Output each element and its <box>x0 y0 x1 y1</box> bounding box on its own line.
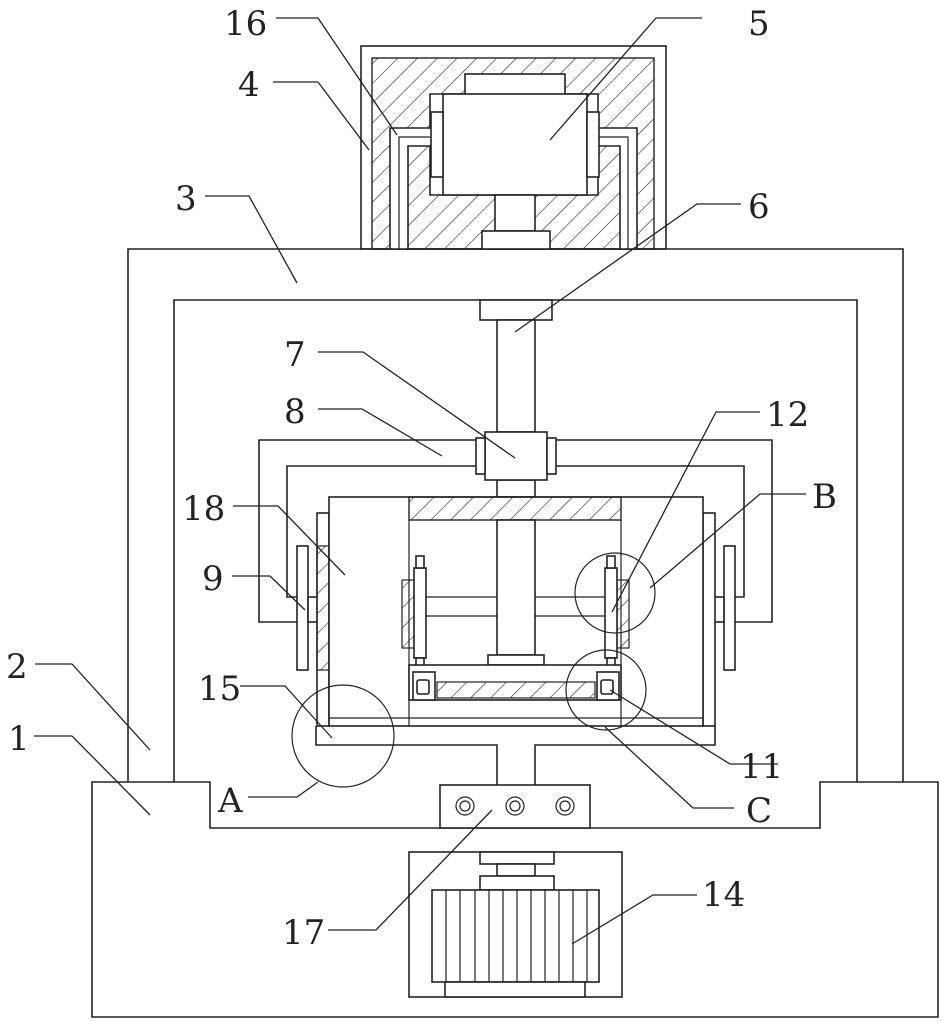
label-1: 1 <box>8 719 30 759</box>
label-7: 7 <box>284 335 306 375</box>
label-2: 2 <box>6 647 28 687</box>
label-6: 6 <box>748 187 770 227</box>
label-18: 18 <box>182 489 225 529</box>
label-9: 9 <box>202 559 224 599</box>
label-11: 11 <box>740 747 783 787</box>
label-16: 16 <box>224 4 267 44</box>
lower-cradle <box>316 726 497 785</box>
label-5: 5 <box>748 4 770 44</box>
label-8: 8 <box>284 392 306 432</box>
label-17: 17 <box>282 913 325 953</box>
label-a: A <box>217 781 243 821</box>
label-b: B <box>812 477 837 517</box>
label-4: 4 <box>238 65 260 105</box>
bottom-platform <box>409 665 621 700</box>
lower-cradle-right <box>535 726 715 785</box>
label-c: C <box>746 791 772 831</box>
label-14: 14 <box>702 875 745 915</box>
label-3: 3 <box>175 179 197 219</box>
lower-motor <box>409 852 622 997</box>
connector-box <box>440 785 590 828</box>
label-15: 15 <box>198 669 241 709</box>
label-12: 12 <box>766 395 809 435</box>
